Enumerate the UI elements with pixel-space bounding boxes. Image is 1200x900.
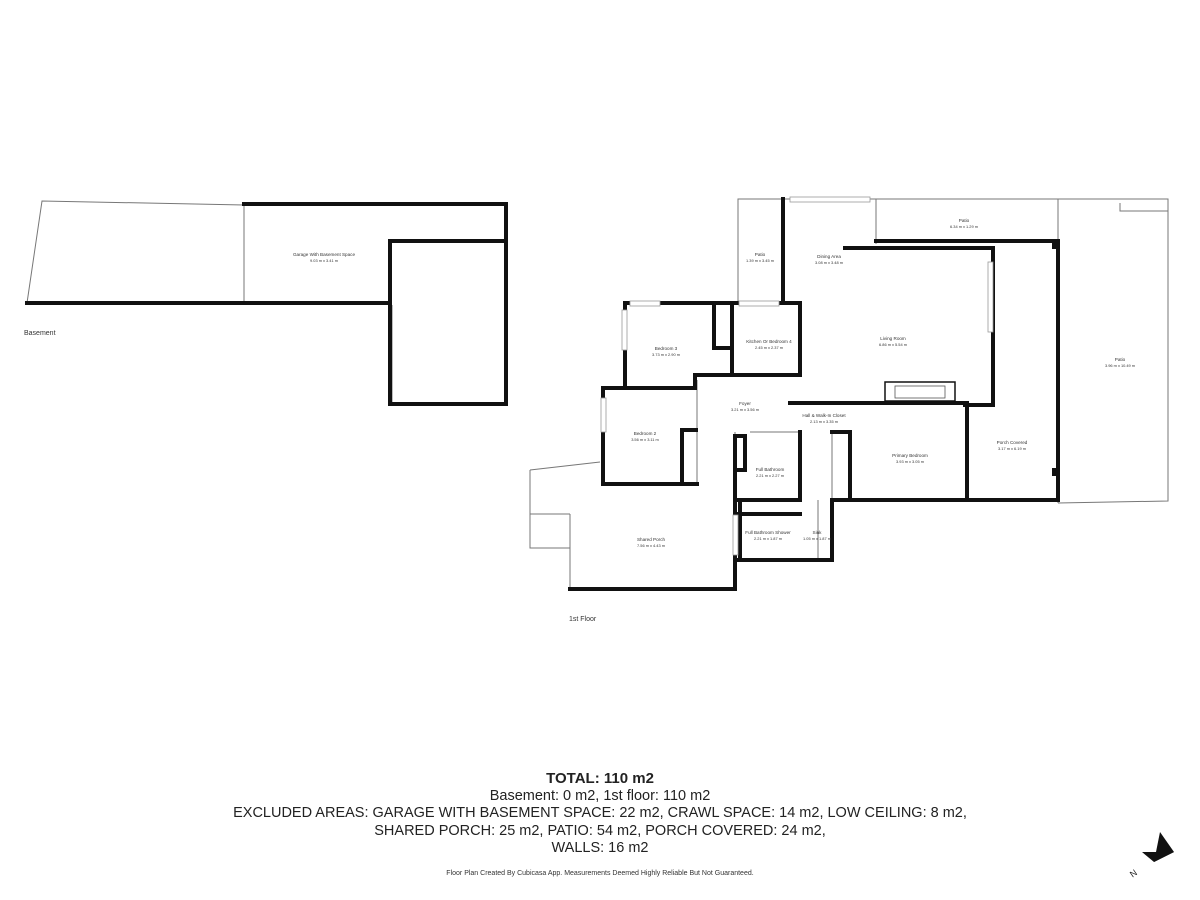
room-name-kitchen: Kitchen Or Bedroom 4 bbox=[746, 339, 792, 344]
window bbox=[732, 514, 739, 556]
room-name-shared-porch: Shared Porch bbox=[637, 537, 666, 542]
room-dim-bedroom3: 3.73 m x 2.90 m bbox=[652, 352, 680, 357]
column bbox=[1052, 241, 1059, 249]
room-name-living: Living Room bbox=[880, 336, 906, 341]
room-dim-patio-top: 6.34 m x 1.29 m bbox=[950, 224, 978, 229]
room-name-porch-covered: Porch Covered bbox=[997, 440, 1028, 445]
room-dim-dining: 3.08 m x 3.48 m bbox=[815, 260, 843, 265]
first-floor-plan bbox=[529, 196, 1169, 591]
excluded-areas: EXCLUDED AREAS: GARAGE WITH BASEMENT SPA… bbox=[233, 805, 967, 821]
room-name-bedroom2: Bedroom 2 bbox=[634, 431, 657, 436]
room-name-patio-top: Patio bbox=[959, 218, 970, 223]
window bbox=[738, 300, 780, 307]
excluded-areas-continued: SHARED PORCH: 25 m2, PATIO: 54 m2, PORCH… bbox=[374, 822, 826, 839]
room-dim-sink: 1.05 m x 1.87 m bbox=[803, 536, 831, 541]
window bbox=[629, 300, 661, 307]
room-name-sink: Sink bbox=[813, 530, 823, 535]
room-dim-porch-covered: 3.17 m x 6.19 m bbox=[998, 446, 1026, 451]
total-area: TOTAL: 110 m2 bbox=[546, 770, 654, 787]
room-dim-bedroom2: 3.56 m x 3.11 m bbox=[631, 437, 659, 442]
room-dim-patio-right: 3.96 m x 10.49 m bbox=[1105, 363, 1135, 368]
room-name-patio-right: Patio bbox=[1115, 357, 1126, 362]
room-dim-foyer: 3.21 m x 3.56 m bbox=[731, 407, 759, 412]
window bbox=[987, 261, 994, 333]
room-dim-living: 6.86 m x 5.54 m bbox=[879, 342, 907, 347]
area-summary: TOTAL: 110 m2 Basement: 0 m2, 1st floor:… bbox=[0, 770, 1200, 858]
compass-label: N bbox=[1128, 867, 1139, 879]
room-name-foyer: Foyer bbox=[739, 401, 751, 406]
floor-label-first: 1st Floor bbox=[569, 616, 597, 623]
room-name-dining: Dining Area bbox=[817, 254, 841, 259]
disclaimer: Floor Plan Created By Cubicasa App. Meas… bbox=[446, 870, 754, 877]
room-dim-patio-left: 1.39 m x 3.45 m bbox=[746, 258, 774, 263]
room-labels: Garage With Basement Space 9.03 m x 3.41… bbox=[293, 218, 1135, 548]
room-dim-full-bath: 2.21 m x 2.27 m bbox=[756, 473, 784, 478]
walls-area: WALLS: 16 m2 bbox=[551, 840, 649, 856]
room-dim-kitchen: 2.45 m x 2.37 m bbox=[755, 345, 783, 350]
room-name-bedroom3: Bedroom 3 bbox=[655, 346, 678, 351]
room-dim-hall: 2.13 m x 3.35 m bbox=[810, 419, 838, 424]
room-name-hall: Hall & Walk-In Closet bbox=[802, 413, 846, 418]
room-dim-bath-shower: 2.21 m x 1.87 m bbox=[754, 536, 782, 541]
window bbox=[600, 397, 607, 433]
window bbox=[621, 309, 628, 351]
room-name-garage: Garage With Basement Space bbox=[293, 252, 355, 257]
floor-label-basement: Basement bbox=[24, 330, 56, 337]
window bbox=[789, 196, 871, 203]
room-dim-garage: 9.03 m x 3.41 m bbox=[310, 258, 338, 263]
room-name-full-bath: Full Bathroom bbox=[756, 467, 785, 472]
room-name-bath-shower: Full Bathroom Shower bbox=[745, 530, 791, 535]
north-arrow-icon: N bbox=[1128, 832, 1174, 879]
fireplace-icon bbox=[884, 381, 956, 402]
column bbox=[1052, 468, 1059, 476]
room-dim-shared-porch: 7.56 m x 4.43 m bbox=[637, 543, 665, 548]
room-dim-primary: 3.93 m x 3.05 m bbox=[896, 459, 924, 464]
room-name-patio-left: Patio bbox=[755, 252, 766, 257]
room-name-primary: Primary Bedroom bbox=[892, 453, 928, 458]
floor-areas: Basement: 0 m2, 1st floor: 110 m2 bbox=[489, 787, 711, 804]
fireplace-hearth bbox=[894, 385, 946, 399]
basement-plan bbox=[25, 200, 508, 406]
